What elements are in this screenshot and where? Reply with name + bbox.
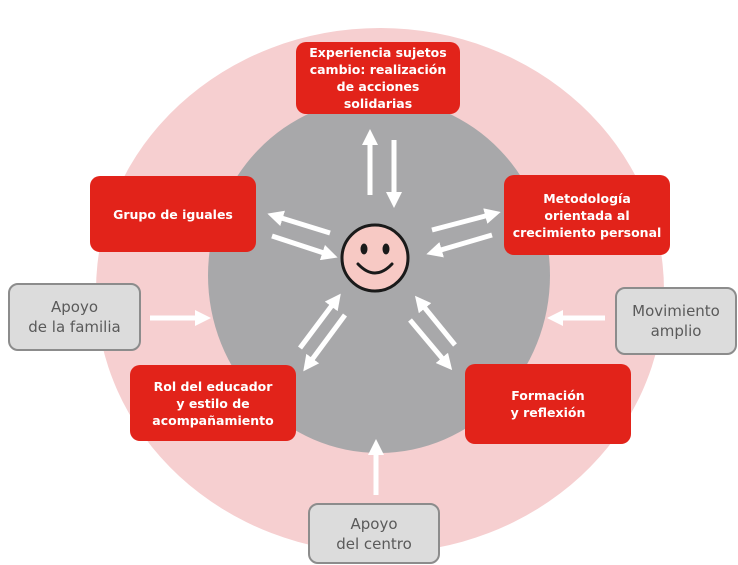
arrow-to-metodologia	[431, 208, 501, 233]
arrow-from-formacion	[414, 295, 457, 347]
formacion-box: Formación y reflexión	[465, 364, 631, 444]
arrow-to-formacion	[408, 318, 453, 371]
movimiento-amplio-box: Movimiento amplio	[615, 287, 737, 355]
grupo-iguales-box: Grupo de iguales	[90, 176, 256, 252]
arrow-to-rol	[303, 313, 348, 372]
arrow-from-metodologia	[426, 232, 493, 258]
apoyo-centro-box: Apoyo del centro	[308, 503, 440, 564]
rol-educador-box: Rol del educador y estilo de acompañamie…	[130, 365, 296, 441]
experiencia-box: Experiencia sujetos cambio: realización …	[296, 42, 460, 114]
arrow-to-grupo	[267, 210, 331, 236]
arrow-from-grupo	[271, 233, 338, 261]
apoyo-familia-box: Apoyo de la familia	[8, 283, 141, 351]
arrow-from-rol	[298, 293, 341, 350]
metodologia-box: Metodología orientada al crecimiento per…	[504, 175, 670, 255]
smiley-face-icon	[340, 223, 410, 293]
